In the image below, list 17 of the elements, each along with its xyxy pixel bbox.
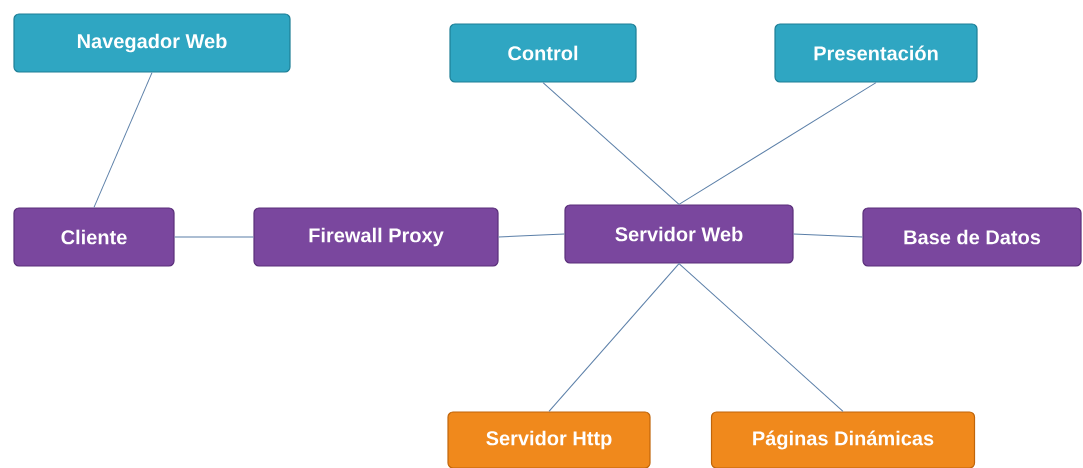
- process-box: Presentación: [774, 23, 978, 83]
- connector-line: [678, 263, 844, 412]
- process-box: Base de Datos: [862, 207, 1082, 267]
- connector-line: [174, 236, 254, 238]
- connector-line: [548, 263, 680, 412]
- process-box: Firewall Proxy: [253, 207, 499, 267]
- process-box: Servidor Web: [564, 204, 794, 264]
- process-box: Control: [449, 23, 637, 83]
- process-box: Páginas Dinámicas: [710, 411, 976, 468]
- connector-line: [793, 233, 863, 238]
- process-box: Cliente: [13, 207, 175, 267]
- process-box: Servidor Http: [447, 411, 651, 468]
- process-box: Navegador Web: [13, 13, 291, 73]
- connector-line: [498, 233, 565, 238]
- connector-line: [93, 72, 153, 208]
- connector-line: [542, 82, 680, 205]
- connector-line: [678, 82, 877, 205]
